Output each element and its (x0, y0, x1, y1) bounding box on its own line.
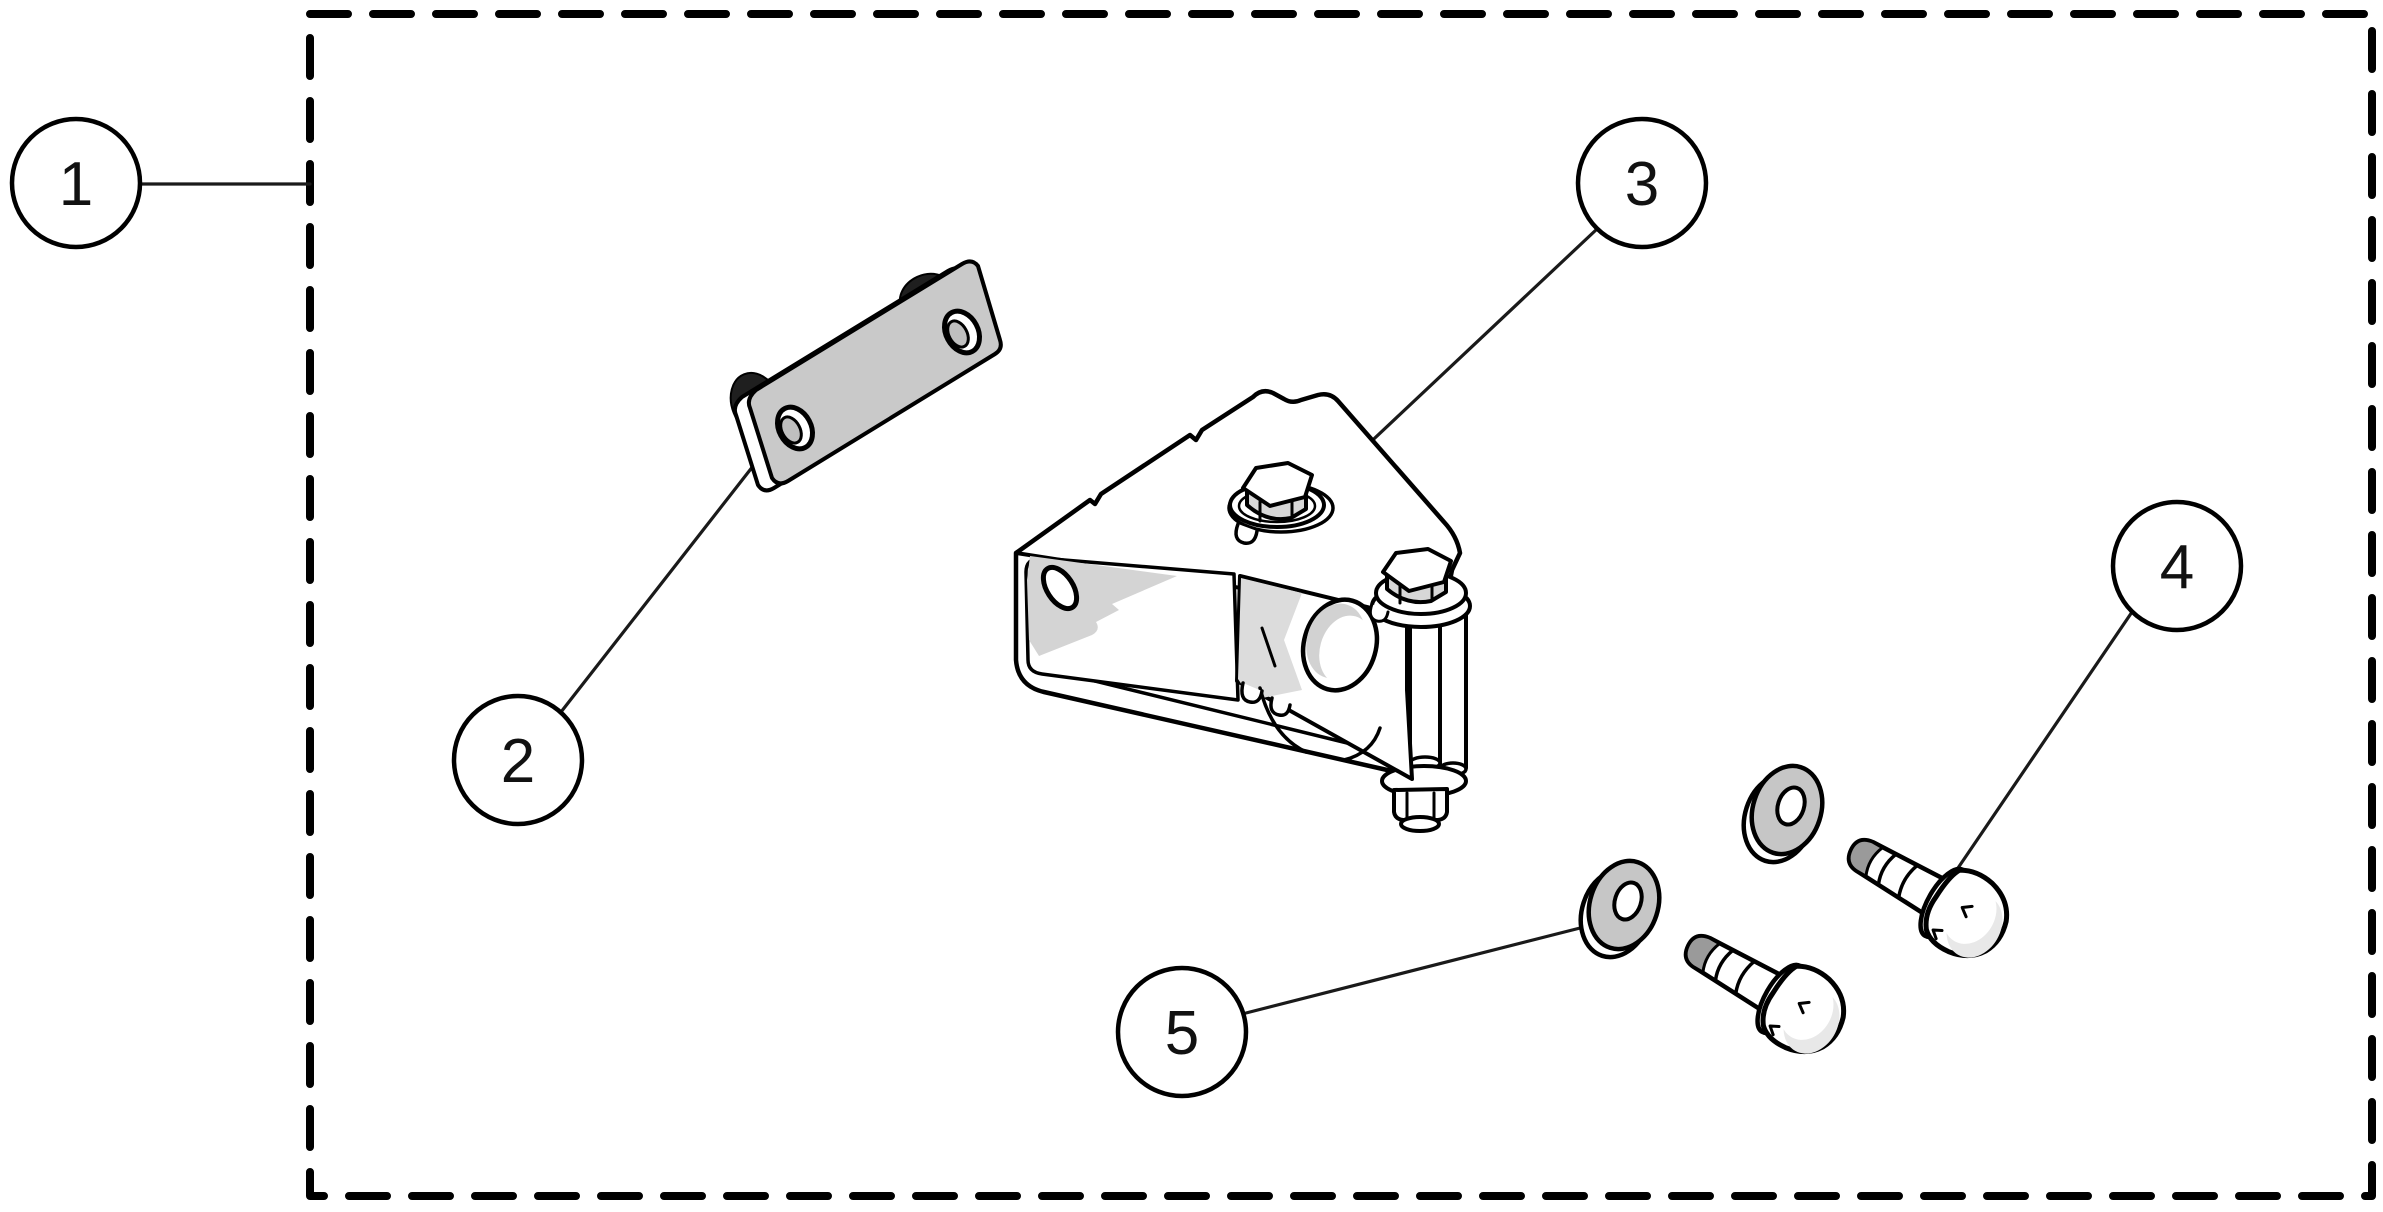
plate-top-face (746, 259, 1003, 486)
backing-plate (729, 259, 1003, 493)
bolt-tip-chamfer (1847, 838, 1884, 878)
head-facet-mark (1768, 1024, 1781, 1037)
plate-contour-line (1258, 686, 1308, 754)
plate-foot (1269, 696, 1292, 718)
hex-flange-bolt-lower (1683, 933, 1847, 1055)
callout-5-balloon (1115, 965, 1249, 1099)
hex-flange-bolt-upper (1846, 837, 2010, 959)
callout-2-number: 2 (501, 727, 535, 796)
head-facet-mark (1960, 904, 1974, 919)
bolt-stub (1368, 602, 1390, 623)
flat-washer-lower (1578, 858, 1662, 960)
hex-head-top (1241, 461, 1314, 508)
bolt-tip-chamfer (1684, 934, 1721, 974)
mount-bracket-assembly (1013, 388, 1472, 833)
spacer-left (1408, 610, 1442, 769)
callout-2-balloon (451, 693, 585, 827)
callout-1: 1 (9, 116, 143, 250)
hex-head-top (1381, 547, 1453, 593)
head-highlight (1943, 884, 1997, 944)
bracket-center-plate (1235, 574, 1414, 781)
bracket-slot-hole (1040, 564, 1080, 612)
head-highlight (1780, 980, 1834, 1040)
callout-2: 2 (451, 693, 585, 827)
callout-4-number: 4 (2160, 533, 2194, 602)
washer-hole (1775, 785, 1807, 827)
callout-1-balloon (9, 116, 143, 250)
center-plate-shading (1238, 578, 1302, 700)
leader-line-2 (559, 459, 759, 714)
bracket-top-bolt-left (1227, 461, 1335, 545)
head-facet-mark (1931, 928, 1944, 941)
bolt-tip (1399, 815, 1441, 833)
callout-3-number: 3 (1625, 150, 1659, 219)
plate-contour-line (1342, 726, 1382, 762)
flat-washer-upper (1741, 763, 1825, 865)
washer-hole (1612, 880, 1644, 922)
callout-3-balloon (1575, 116, 1709, 250)
callout-4-balloon (2110, 499, 2244, 633)
leader-line-3 (1358, 227, 1599, 454)
head-facet-mark (1797, 1000, 1811, 1015)
plate-contour-line (1260, 626, 1277, 668)
leader-line-4 (1956, 610, 2134, 870)
shank-line (1713, 948, 1735, 983)
shank-line (1876, 852, 1898, 887)
kit-boundary-box (306, 10, 2376, 1200)
callout-4: 4 (2110, 499, 2244, 633)
plate-foot (1240, 681, 1264, 705)
leader-lines (140, 182, 2134, 1015)
bore-highlight (1319, 615, 1373, 685)
spacer-right (1438, 600, 1468, 775)
bolt-stub (1234, 522, 1259, 545)
shank-line (1733, 959, 1756, 996)
bracket-top-bolt-right (1368, 547, 1472, 629)
bracket-bottom-nut (1380, 764, 1468, 833)
callout-3: 3 (1575, 116, 1709, 250)
shank-line (1896, 863, 1919, 900)
callout-5: 5 (1115, 965, 1249, 1099)
leader-line-5 (1244, 924, 1590, 1015)
plate-hole-right-inner (946, 319, 970, 349)
plate-hole-left-inner (779, 415, 803, 445)
callout-5-number: 5 (1165, 999, 1199, 1068)
callout-1-number: 1 (59, 150, 93, 219)
